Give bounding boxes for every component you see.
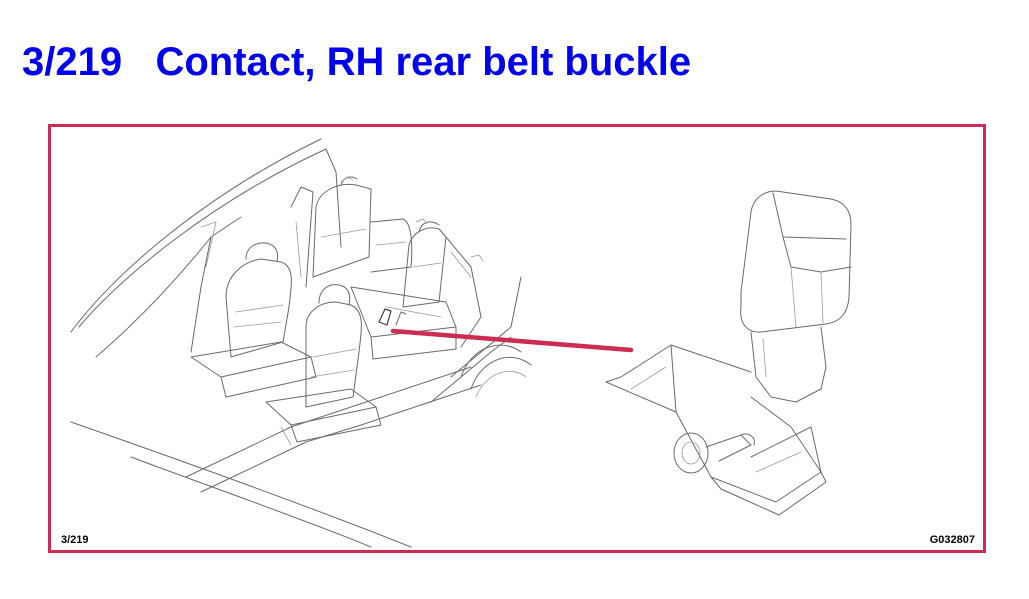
title-text: Contact, RH rear belt buckle: [155, 40, 692, 84]
belt-buckle-detail: [605, 190, 852, 516]
figure-label-left: 3/219: [61, 534, 89, 546]
car-interior-drawing: [70, 138, 532, 548]
title-code: 3/219: [22, 40, 123, 84]
figure-frame: 3/219 G032807: [48, 124, 986, 553]
pointer-line: [390, 328, 634, 353]
figure-label-right: G032807: [929, 534, 975, 546]
page-title: 3/219 Contact, RH rear belt buckle: [22, 38, 691, 86]
illustration: [70, 138, 852, 548]
